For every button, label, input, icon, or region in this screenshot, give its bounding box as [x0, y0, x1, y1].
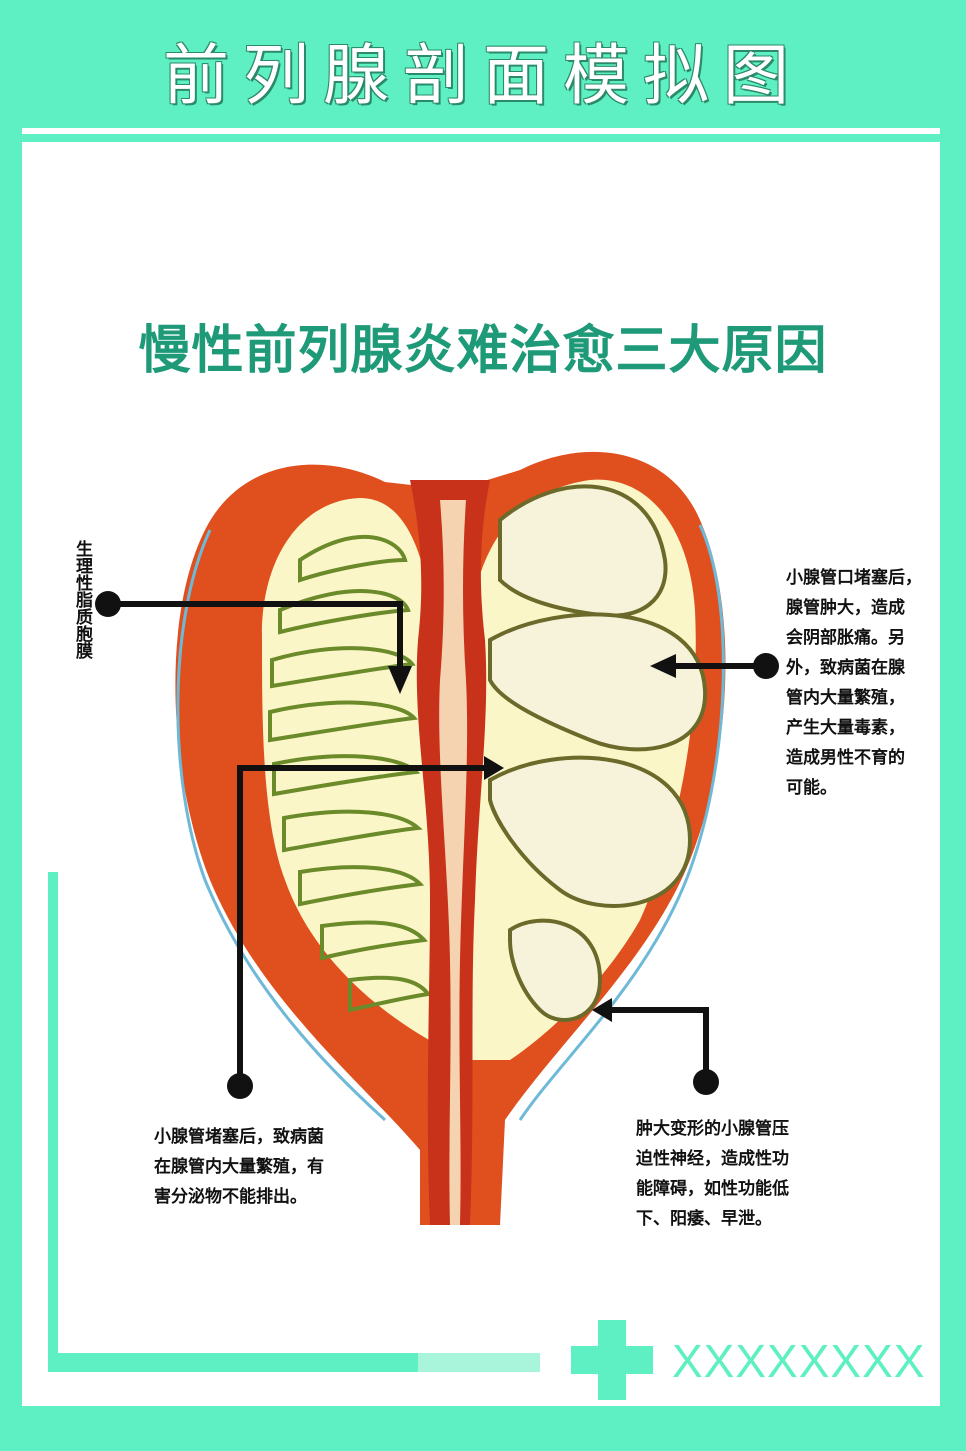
decor-corner-horizontal	[48, 1353, 418, 1372]
swollen-duct-bottom	[508, 918, 603, 1022]
arrow-dots	[95, 591, 779, 1099]
capsule-membrane-right	[518, 524, 725, 1121]
annotation-arrows	[108, 601, 766, 1086]
arrow-heads	[388, 654, 676, 1022]
bottom-right-annotation: 肿大变形的小腺管压 迫性神经，造成性功 能障碍，如性功能低 下、阳痿、早泄。	[636, 1119, 789, 1229]
swollen-duct-middle	[488, 612, 708, 752]
swollen-duct-upper	[498, 484, 668, 618]
swollen-duct-lower	[488, 755, 693, 908]
decor-corner-fade	[418, 1353, 540, 1372]
right-gland-lobes	[488, 484, 708, 1022]
decor-corner-vertical	[48, 872, 58, 1372]
brand-text: XXXXXXXX	[672, 1335, 926, 1387]
membrane-label: 生理性脂质胞膜	[72, 540, 92, 659]
arrow-bottom-right	[610, 1007, 709, 1080]
page-title: 前列腺剖面模拟图	[163, 37, 803, 114]
arrow-membrane	[108, 601, 403, 680]
urethra-lumen	[439, 500, 468, 1225]
header-rule	[22, 128, 940, 134]
capsule-membrane	[176, 529, 387, 1122]
bottom-left-annotation: 小腺管堵塞后，致病菌 在腺管内大量繁殖，有 害分泌物不能排出。	[154, 1127, 324, 1207]
left-gland-ducts	[268, 534, 432, 1013]
medical-cross-icon-bar	[571, 1346, 653, 1374]
diagram-title: 慢性前列腺炎难治愈三大原因	[138, 321, 828, 381]
right-annotation: 小腺管口堵塞后， 腺管肿大，造成 会阴部胀痛。另 外，致病菌在腺 管内大量繁殖，…	[786, 568, 922, 798]
arrow-bottom-left	[237, 765, 486, 1086]
